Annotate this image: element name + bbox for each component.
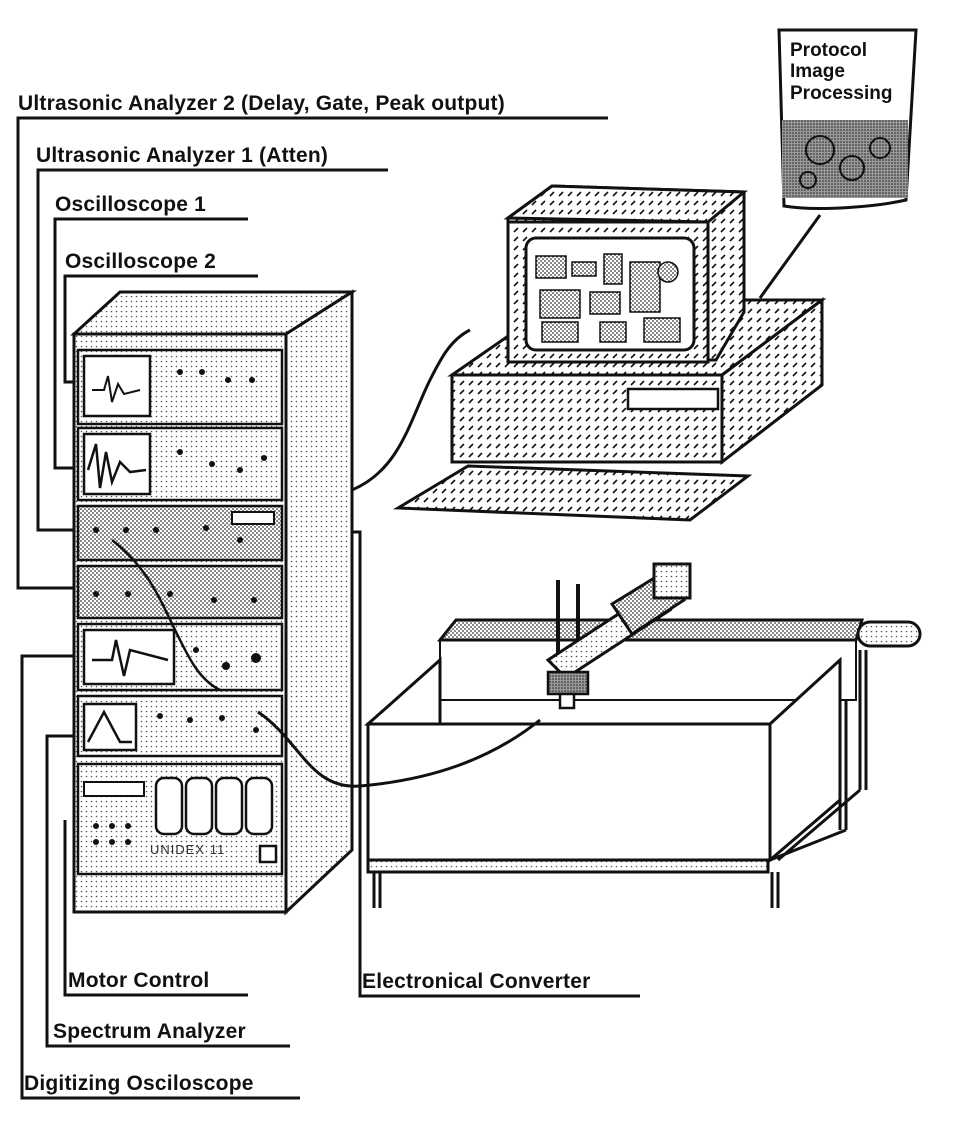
protocol-line-2: Image xyxy=(790,61,845,83)
protocol-sheet-text: Protocol Image Processing xyxy=(790,40,892,104)
disk-drive-slot xyxy=(626,387,720,411)
rack-brand-label: UNIDEX 11 xyxy=(150,842,226,857)
label-ultrasonic-analyzer-2: Ultrasonic Analyzer 2 (Delay, Gate, Peak… xyxy=(18,92,505,115)
protocol-sheet xyxy=(758,28,918,299)
label-oscilloscope-1: Oscilloscope 1 xyxy=(55,193,207,216)
label-digitizing-oscilloscope: Digitizing Osciloscope xyxy=(24,1072,254,1095)
leader-lines xyxy=(16,116,640,1100)
ultrasonic-analyzer-2-unit xyxy=(76,564,284,620)
label-ultrasonic-analyzer-1: Ultrasonic Analyzer 1 (Atten) xyxy=(36,144,329,167)
label-spectrum-analyzer: Spectrum Analyzer xyxy=(53,1020,246,1043)
label-motor-control: Motor Control xyxy=(68,969,210,992)
label-oscilloscope-2: Oscilloscope 2 xyxy=(65,250,217,273)
protocol-line-1: Protocol xyxy=(790,40,868,61)
label-electronical-converter: Electronical Converter xyxy=(362,970,591,993)
protocol-line-3: Processing xyxy=(790,82,893,104)
keyboard xyxy=(392,464,753,522)
scanning-tank xyxy=(111,539,922,908)
computer-workstation xyxy=(351,184,827,522)
equipment-rack xyxy=(70,289,358,916)
